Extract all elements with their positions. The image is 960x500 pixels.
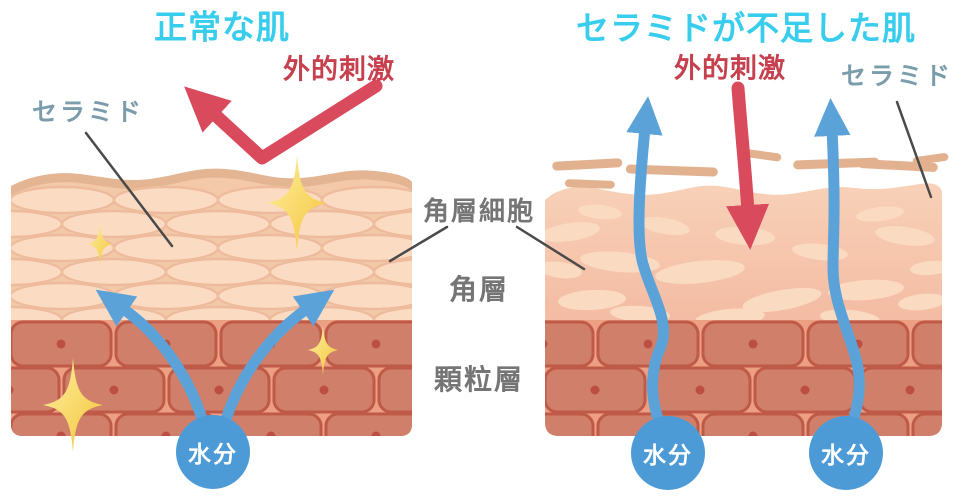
left-ceramide-label: セラミド [31, 98, 145, 127]
moisture-arrows-right [626, 96, 865, 446]
ceramide-leader-line-left [84, 131, 174, 248]
moisture-circle-right-2: 水分 [809, 416, 883, 490]
corneocyte-label: 角層細胞 [422, 196, 536, 226]
moisture-circle-right-1: 水分 [631, 416, 705, 490]
right-stimulus-label: 外的刺激 [674, 53, 786, 84]
left-title: 正常な肌 [154, 8, 290, 46]
corneocyte-leader-lines [388, 225, 586, 271]
granular-cells-right [545, 320, 942, 436]
moisture-circle-left: 水分 [176, 415, 250, 489]
granular-layer-label: 顆粒層 [433, 364, 525, 395]
granular-cells-left [11, 320, 412, 437]
right-title: セラミドが不足した肌 [576, 9, 916, 47]
external-stimulus-arrow-left [184, 79, 383, 165]
ceramide-leader-line-right [895, 100, 933, 199]
sparkle-icons [43, 155, 338, 452]
stratum-corneum-label: 角層 [448, 274, 510, 305]
left-stimulus-label: 外的刺激 [283, 54, 395, 85]
right-ceramide-label: セラミド [840, 62, 954, 91]
external-stimulus-arrow-right [726, 81, 770, 250]
